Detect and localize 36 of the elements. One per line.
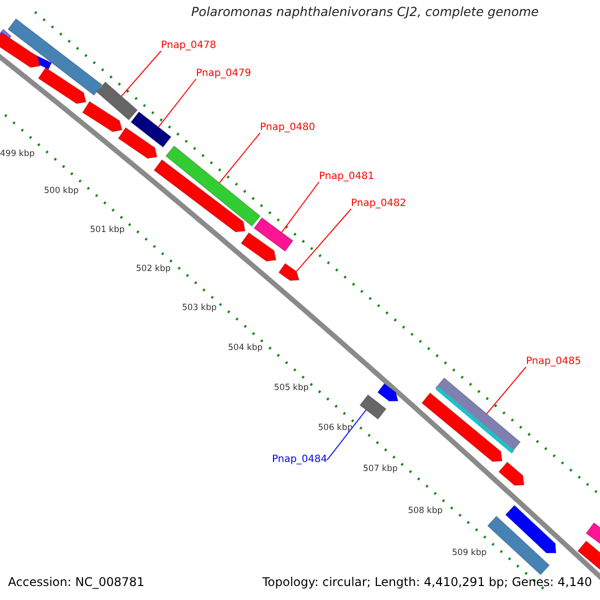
scale-label: 500 kbp — [44, 187, 79, 196]
leader-line — [158, 78, 196, 128]
scale-label: 505 kbp — [274, 384, 309, 392]
gene-bar — [96, 81, 138, 121]
title: Polaromonas naphthalenivorans CJ2, complete genome — [190, 6, 540, 18]
scale-label: 499 kbp — [0, 150, 35, 158]
gene-feature — [153, 159, 246, 232]
gene-feature — [421, 392, 503, 462]
scale-label: 502 kbp — [136, 265, 171, 274]
gene-bar — [165, 145, 261, 227]
leader-line — [296, 208, 352, 272]
scale-label: 508 kbp — [408, 507, 443, 516]
gene-label: Pnap_0479 — [196, 69, 252, 79]
leader-line — [486, 366, 526, 414]
gene-label: Pnap_0485 — [526, 357, 582, 367]
gene-bar — [130, 111, 172, 148]
leader-line — [120, 50, 162, 97]
leader-line — [218, 132, 260, 184]
scale-label: 506 kbp — [318, 424, 353, 432]
scale-label: 509 kbp — [452, 549, 487, 558]
gene-label: Pnap_0482 — [351, 199, 406, 209]
gene-label: Pnap_0481 — [319, 172, 374, 182]
gene-label: Pnap_0478 — [161, 41, 216, 51]
accession-text: Accession: NC_008781 — [8, 576, 144, 588]
scale-label: 501 kbp — [90, 226, 125, 234]
scale-label: 504 kbp — [228, 344, 263, 352]
scale-label: 503 kbp — [182, 304, 217, 312]
leader-line — [281, 182, 320, 233]
gene-label: Pnap_0484 — [272, 455, 328, 465]
leader-line — [326, 409, 367, 460]
scale-label: 507 kbp — [363, 465, 398, 474]
gene-feature — [278, 262, 300, 281]
gene-bar — [359, 394, 387, 420]
gene-bar — [253, 217, 294, 252]
gene-label: Pnap_0480 — [260, 123, 316, 133]
genome-info-text: Topology: circular; Length: 4,410,291 bp; Genes: 4,140 — [262, 576, 592, 588]
